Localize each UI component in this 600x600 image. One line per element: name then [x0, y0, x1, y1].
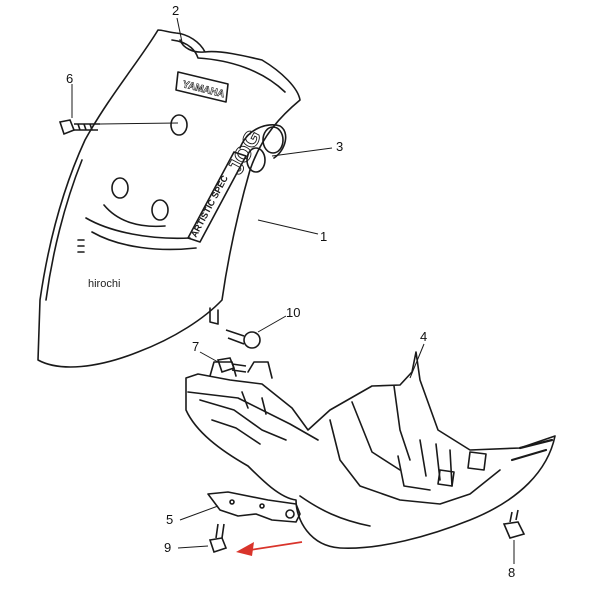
screw-10: [225, 329, 261, 349]
under-cover: [185, 351, 556, 549]
callout-2: 2: [172, 3, 180, 18]
bolt-8: [502, 509, 526, 539]
callout-8: 8: [508, 565, 516, 580]
leader-lines: [71, 17, 515, 564]
stripe-text: ARTISTIC SPEC: [189, 173, 230, 239]
front-cover: [37, 29, 301, 368]
callout-3: 3: [336, 139, 344, 154]
callout-9: 9: [164, 540, 172, 555]
indicator-arrow: [236, 541, 303, 556]
callout-6: 6: [66, 71, 74, 86]
watermark-text: hirochi: [88, 278, 121, 290]
callout-10: 10: [286, 305, 301, 320]
callout-1: 1: [320, 229, 328, 244]
bolt-7: [216, 357, 247, 374]
callout-4: 4: [420, 329, 428, 344]
callout-7: 7: [192, 339, 200, 354]
callout-5: 5: [166, 512, 174, 527]
bolt-9: [208, 523, 228, 554]
bracket-plate: [207, 491, 301, 523]
screw-6: [58, 119, 100, 136]
